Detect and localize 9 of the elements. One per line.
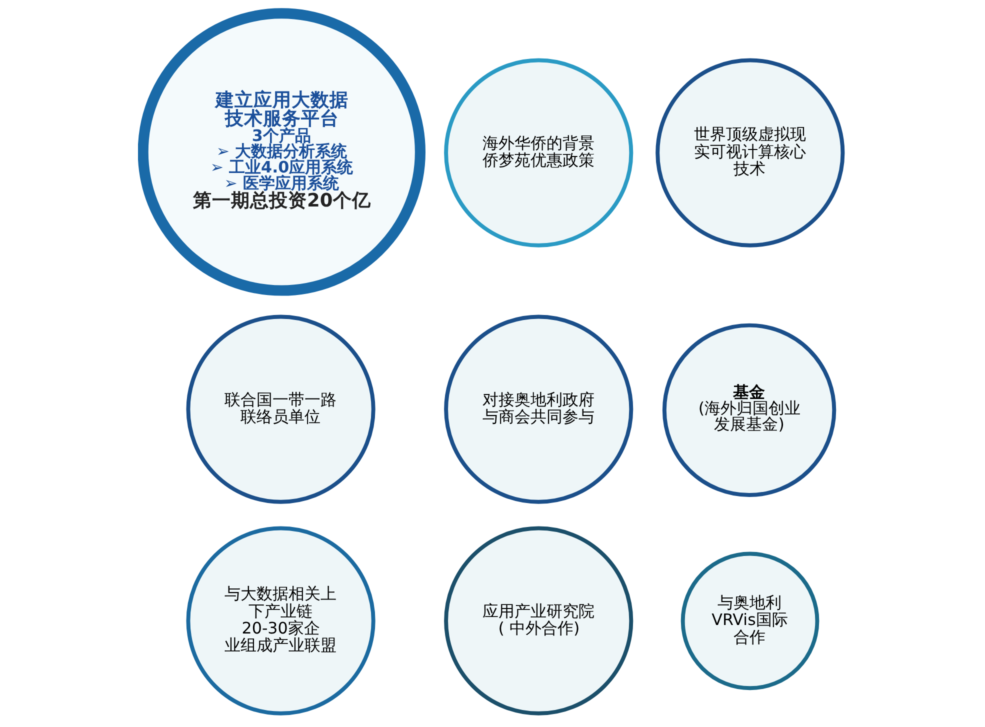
node-circle: 海外华侨的背景侨梦苑优惠政策 <box>444 58 633 248</box>
node-circle: 联合国一带一路联络员单位 <box>186 314 375 504</box>
node-circle: 建立应用大数据技术服务平台 3个产品 ➢ 大数据分析系统 ➢ 工业4.0应用系统 ➢ 医学应用系统 第一期总投资20个亿 <box>138 8 425 296</box>
node-circle: 应用产业研究院( 中外合作) <box>444 526 633 716</box>
node-circle: 基金 (海外归国创业发展基金) <box>662 323 836 498</box>
node-circle: 世界顶级虚拟现实可视计算核心技术 <box>655 58 844 248</box>
node-circle: 对接奥地利政府与商会共同参与 <box>444 314 633 504</box>
node-circle: 与大数据相关上下产业链20-30家企业组成产业联盟 <box>186 526 375 716</box>
node-circle: 与奥地利VRVis国际合作 <box>680 552 819 690</box>
